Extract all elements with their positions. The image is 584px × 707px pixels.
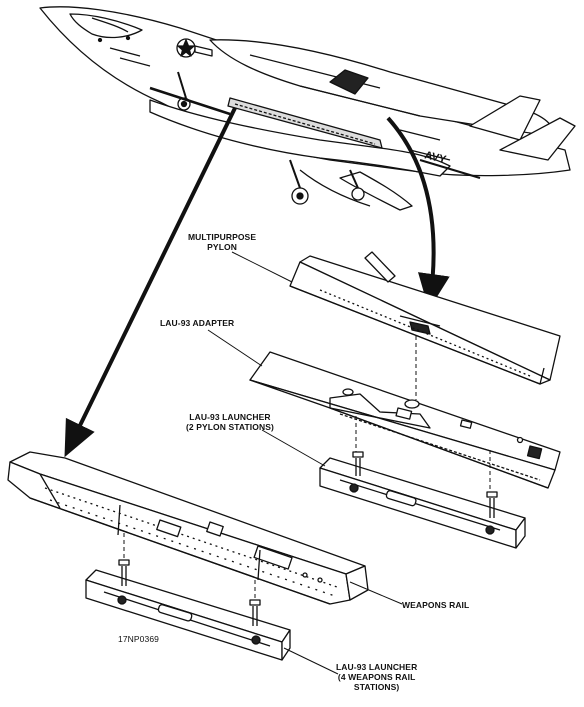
label-lau93-launcher-rail-line3: STATIONS) (353, 682, 400, 692)
label-lau93-launcher-pylon-line1: LAU-93 LAUNCHER (189, 412, 271, 422)
lau93-adapter-illustration (249, 351, 561, 489)
arrow-to-pylon (386, 116, 450, 310)
weapons-rail-illustration (7, 451, 369, 605)
label-lau93-launcher-pylon: LAU-93 LAUNCHER (2 PYLON STATIONS) (186, 412, 274, 432)
label-multipurpose-pylon-line2: PYLON (207, 242, 237, 252)
leader-lines (207, 251, 403, 675)
label-lau93-launcher-pylon-line2: (2 PYLON STATIONS) (186, 422, 274, 432)
lau93-launcher-pylon-illustration (319, 451, 526, 549)
leader-weapons-rail (349, 581, 403, 605)
label-lau93-launcher-rail-line2: (4 WEAPONS RAIL (337, 672, 416, 682)
lau93-launcher-rail-illustration (85, 559, 291, 661)
label-lau93-launcher-rail-line1: LAU-93 LAUNCHER (336, 662, 418, 672)
label-multipurpose-pylon-line1: MULTIPURPOSE (188, 232, 257, 242)
aircraft-marking: AVY (423, 149, 448, 166)
aircraft-illustration (39, 6, 576, 211)
label-multipurpose-pylon: MULTIPURPOSE PYLON (188, 232, 256, 252)
leader-lau93-launcher-rail (283, 647, 339, 675)
label-weapons-rail: WEAPONS RAIL (402, 600, 470, 610)
label-lau93-adapter: LAU-93 ADAPTER (160, 318, 235, 328)
figure-number: 17NP0369 (118, 634, 159, 644)
alignment-lines (123, 336, 491, 604)
leader-multipurpose-pylon (231, 251, 293, 283)
multipurpose-pylon-illustration (289, 251, 561, 385)
label-lau93-launcher-rail: LAU-93 LAUNCHER (4 WEAPONS RAIL STATIONS… (336, 662, 417, 692)
callout-arrows (64, 107, 450, 458)
arrow-to-weapons-rail (64, 107, 237, 458)
leader-lau93-launcher-pylon (261, 429, 326, 467)
leader-lau93-adapter (207, 329, 263, 367)
